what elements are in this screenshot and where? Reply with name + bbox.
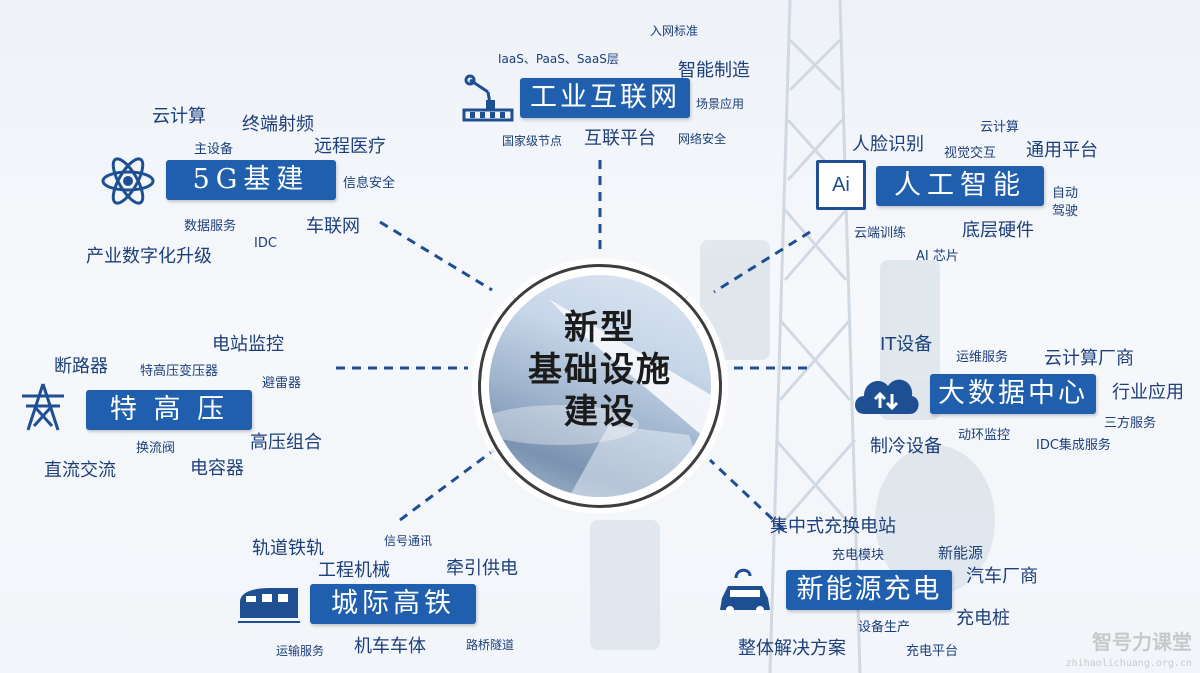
category-rail[interactable]: 城际高铁 bbox=[310, 584, 476, 624]
keyword: 网络安全 bbox=[678, 132, 727, 146]
keyword: 运输服务 bbox=[276, 644, 325, 658]
keyword: 三方服务 bbox=[1104, 416, 1157, 431]
keyword: 工程机械 bbox=[318, 560, 390, 581]
keyword: 路桥隧道 bbox=[466, 638, 515, 652]
keyword: 信息安全 bbox=[343, 176, 396, 191]
power-tower-icon bbox=[22, 383, 64, 431]
keyword: 充电平台 bbox=[906, 644, 959, 659]
keyword: AI 芯片 bbox=[916, 249, 959, 264]
keyword: 设备生产 bbox=[858, 620, 911, 635]
watermark-url: zhihaolichuang.org.cn bbox=[1065, 658, 1192, 669]
connector-ai bbox=[713, 230, 811, 294]
category-ev-charging[interactable]: 新能源充电 bbox=[786, 570, 952, 610]
hub-title-line1: 新型 bbox=[564, 308, 636, 348]
keyword: 充电桩 bbox=[956, 608, 1010, 629]
keyword: IDC集成服务 bbox=[1036, 438, 1111, 453]
keyword: 换流阀 bbox=[136, 441, 176, 456]
atom-icon bbox=[101, 157, 155, 205]
keyword: 牵引供电 bbox=[446, 558, 518, 579]
keyword: 机车车体 bbox=[354, 636, 426, 657]
connector-5g bbox=[379, 220, 493, 292]
keyword: 入网标准 bbox=[650, 24, 699, 38]
keyword: 汽车厂商 bbox=[966, 566, 1038, 587]
keyword: 电容器 bbox=[190, 458, 244, 479]
keyword: 直流交流 bbox=[44, 460, 116, 481]
keyword: 轨道铁轨 bbox=[252, 538, 324, 559]
keyword: 断路器 bbox=[54, 356, 108, 377]
keyword: 国家级节点 bbox=[502, 134, 563, 148]
keyword: 数据服务 bbox=[184, 219, 237, 234]
keyword: 运维服务 bbox=[956, 350, 1009, 365]
keyword: 高压组合 bbox=[250, 432, 322, 453]
cloud-data-icon bbox=[855, 379, 919, 414]
keyword: 云计算 bbox=[152, 106, 206, 127]
keyword: IT设备 bbox=[880, 334, 933, 355]
keyword: 制冷设备 bbox=[870, 436, 942, 457]
keyword: 主设备 bbox=[194, 142, 234, 157]
category-uhv[interactable]: 特 高 压 bbox=[86, 390, 252, 430]
keyword: IDC bbox=[254, 236, 277, 251]
keyword: 动环监控 bbox=[958, 428, 1011, 443]
keyword: 场景应用 bbox=[696, 97, 745, 111]
keyword: 自动 bbox=[1052, 186, 1079, 201]
keyword: 新能源 bbox=[938, 544, 984, 562]
keyword: 驾驶 bbox=[1052, 204, 1079, 219]
watermark-logo: 智号力课堂 bbox=[1092, 630, 1192, 654]
ai-chip-icon: Ai bbox=[816, 160, 866, 210]
keyword: 云端训练 bbox=[854, 226, 907, 241]
robot-arm-icon bbox=[462, 74, 514, 122]
keyword: 行业应用 bbox=[1112, 382, 1184, 403]
keyword: IaaS、PaaS、SaaS层 bbox=[498, 52, 619, 66]
keyword: 信号通讯 bbox=[384, 534, 433, 548]
keyword: 智能制造 bbox=[678, 60, 750, 81]
keyword: 特高压变压器 bbox=[140, 364, 219, 379]
keyword: 云计算厂商 bbox=[1044, 348, 1134, 369]
keyword: 终端射频 bbox=[242, 114, 314, 135]
category-5g[interactable]: 5G基建 bbox=[166, 160, 336, 200]
keyword: 避雷器 bbox=[262, 376, 302, 391]
keyword: 通用平台 bbox=[1026, 140, 1098, 161]
ai-chip-label: Ai bbox=[832, 174, 850, 196]
keyword: 电站监控 bbox=[212, 334, 284, 355]
center-hub: 新型 基础设施 建设 bbox=[478, 264, 722, 508]
keyword: 整体解决方案 bbox=[738, 638, 846, 659]
keyword: 底层硬件 bbox=[962, 220, 1034, 241]
connector-rail bbox=[399, 448, 495, 522]
hub-title: 新型 基础设施 建设 bbox=[481, 307, 719, 433]
keyword: 人脸识别 bbox=[852, 134, 924, 155]
keyword: 视觉交互 bbox=[944, 146, 997, 161]
hub-title-line2: 基础设施 bbox=[528, 350, 672, 390]
keyword: 产业数字化升级 bbox=[86, 246, 212, 267]
hub-title-line3: 建设 bbox=[564, 392, 636, 432]
ev-car-icon bbox=[720, 568, 770, 614]
keyword: 远程医疗 bbox=[314, 136, 386, 157]
keyword: 互联平台 bbox=[584, 128, 656, 149]
keyword: 云计算 bbox=[980, 120, 1020, 135]
keyword: 集中式充换电站 bbox=[770, 516, 896, 537]
category-industrial-internet[interactable]: 工业互联网 bbox=[520, 78, 690, 118]
keyword: 充电模块 bbox=[832, 548, 885, 563]
keyword: 车联网 bbox=[306, 216, 360, 237]
category-bigdata[interactable]: 大数据中心 bbox=[930, 374, 1096, 414]
train-icon bbox=[238, 588, 300, 623]
category-ai[interactable]: 人工智能 bbox=[876, 166, 1044, 206]
connector-ev bbox=[708, 458, 786, 532]
